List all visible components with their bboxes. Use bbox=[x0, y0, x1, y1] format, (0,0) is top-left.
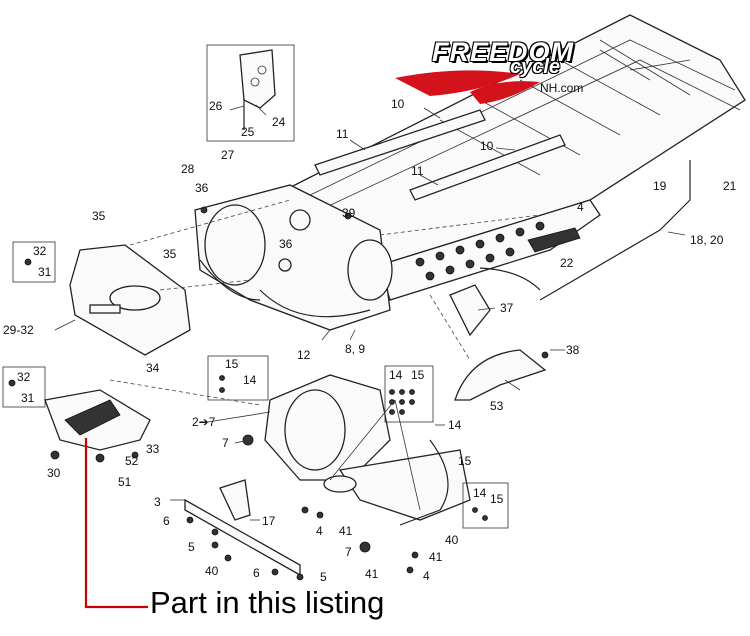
callout-label: 14 bbox=[448, 418, 462, 432]
callout-label: 30 bbox=[47, 466, 61, 480]
callout-label: 34 bbox=[146, 361, 160, 375]
callout-label: 32 bbox=[33, 244, 47, 258]
leader-lines bbox=[54, 104, 686, 521]
callout-label: 8, 9 bbox=[345, 342, 365, 356]
front-bumper-bracket bbox=[12, 241, 191, 356]
logo-subword: cycle bbox=[510, 56, 561, 78]
callout-label: 39 bbox=[342, 206, 356, 220]
callout-label: 41 bbox=[429, 550, 443, 564]
callout-label: 15 bbox=[411, 368, 425, 382]
lower-left-bracket bbox=[2, 366, 151, 463]
callout-label: 35 bbox=[92, 209, 106, 223]
right-side-parts bbox=[449, 160, 691, 401]
callout-label: 5 bbox=[188, 540, 195, 554]
callout-label: 36 bbox=[195, 181, 209, 195]
callout-label: 6 bbox=[253, 566, 260, 580]
callout-label: 6 bbox=[163, 514, 170, 528]
callout-label: 7 bbox=[222, 436, 229, 450]
callout-label: 24 bbox=[272, 115, 286, 129]
callout-label: 2➔7 bbox=[192, 415, 216, 429]
front-frame bbox=[194, 184, 393, 331]
callout-label: 40 bbox=[445, 533, 459, 547]
callout-label: 38 bbox=[566, 343, 580, 357]
callout-label: 41 bbox=[339, 524, 353, 538]
callout-label: 37 bbox=[500, 301, 514, 315]
part-callout-text: Part in this listing bbox=[150, 585, 385, 620]
callout-label: 15 bbox=[225, 357, 239, 371]
tunnel-chassis bbox=[284, 14, 746, 301]
callout-label: 10 bbox=[391, 97, 405, 111]
callout-label: 10 bbox=[480, 139, 494, 153]
logo-wordmark: FREEDOM bbox=[432, 37, 574, 67]
callout-label: 35 bbox=[163, 247, 177, 261]
callout-label: 19 bbox=[653, 179, 667, 193]
callout-label: 51 bbox=[118, 475, 132, 489]
callout-label: 14 bbox=[389, 368, 403, 382]
bottom-rail bbox=[184, 479, 419, 581]
callout-label: 5 bbox=[320, 570, 327, 584]
callout-label: 28 bbox=[181, 162, 195, 176]
callout-label: 4 bbox=[577, 200, 584, 214]
callout-label: 7 bbox=[345, 545, 352, 559]
callout-label: 36 bbox=[279, 237, 293, 251]
callout-label: 18, 20 bbox=[690, 233, 724, 247]
callout-label: 29-32 bbox=[3, 323, 34, 337]
inset-bracket-box bbox=[206, 44, 295, 142]
callout-label: 17 bbox=[262, 514, 276, 528]
callout-label: 4 bbox=[423, 569, 430, 583]
callout-label: 40 bbox=[205, 564, 219, 578]
logo-domain: NH.com bbox=[540, 81, 584, 95]
callout-labels: 26 24 25 10 11 10 11 27 28 36 21 19 4 35… bbox=[3, 97, 737, 584]
callout-label: 12 bbox=[297, 348, 311, 362]
callout-label: 41 bbox=[365, 567, 379, 581]
callout-label: 15 bbox=[458, 454, 472, 468]
callout-label: 11 bbox=[411, 164, 424, 178]
callout-label: 11 bbox=[336, 127, 349, 141]
callout-label: 25 bbox=[241, 125, 255, 139]
callout-label: 22 bbox=[560, 256, 574, 270]
callout-label: 52 bbox=[125, 454, 139, 468]
callout-label: 14 bbox=[473, 486, 487, 500]
callout-label: 4 bbox=[316, 524, 323, 538]
logo-swoosh bbox=[395, 70, 540, 104]
callout-label: 21 bbox=[723, 179, 737, 193]
callout-label: 15 bbox=[490, 492, 504, 506]
callout-label: 31 bbox=[38, 265, 52, 279]
callout-label: 53 bbox=[490, 399, 504, 413]
callout-label: 3 bbox=[154, 495, 161, 509]
callout-label: 32 bbox=[17, 370, 31, 384]
highlight-leader bbox=[84, 438, 148, 609]
callout-label: 26 bbox=[209, 99, 223, 113]
callout-label: 31 bbox=[21, 391, 35, 405]
callout-label: 27 bbox=[221, 148, 235, 162]
callout-label: 14 bbox=[243, 373, 257, 387]
lower-frame bbox=[207, 355, 509, 553]
callout-label: 33 bbox=[146, 442, 160, 456]
